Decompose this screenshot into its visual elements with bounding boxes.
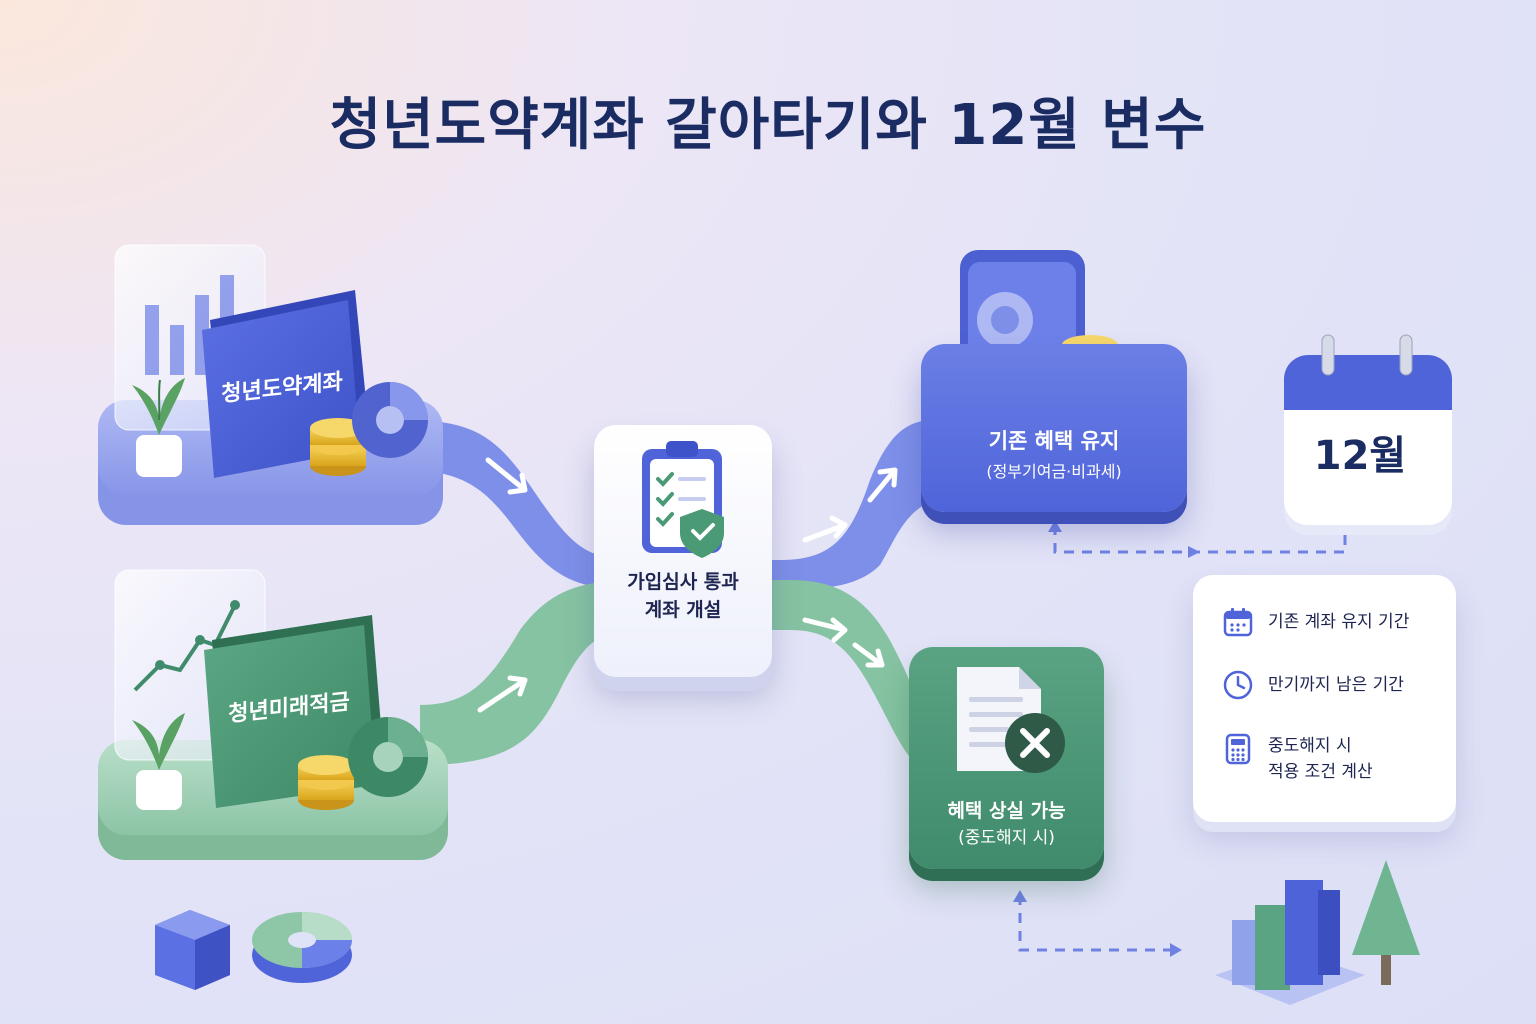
tree-icon [1352, 860, 1420, 985]
blue-path [405, 420, 935, 590]
green-platform [98, 569, 448, 860]
lose-benefits-subtitle: (중도해지 시) [958, 828, 1055, 848]
clipboard-check-shield-icon [642, 441, 724, 558]
info-item-keep-period: 기존 계좌 유지 기간 [1222, 606, 1409, 638]
arrow-icon [867, 467, 898, 503]
screening-card [594, 425, 772, 677]
green-path [420, 580, 912, 765]
info-item-text: 만기까지 남은 기간 [1268, 675, 1404, 695]
info-item-line-1: 중도해지 시 [1268, 736, 1352, 756]
page-title: 청년도약계좌 갈아타기와 12월 변수 [329, 93, 1207, 158]
info-item-early-termination: 중도해지 시 적용 조건 계산 [1222, 733, 1373, 785]
info-item-line-2: 적용 조건 계산 [1268, 762, 1373, 782]
screening-line-2: 계좌 개설 [644, 599, 722, 621]
calendar-icon [1223, 608, 1253, 637]
info-item-text: 기존 계좌 유지 기간 [1268, 612, 1410, 632]
keep-benefits-box [921, 344, 1187, 512]
info-item-remaining-period: 만기까지 남은 기간 [1222, 669, 1404, 701]
arrow-icon [802, 617, 848, 643]
bar-chart-icon [1215, 880, 1365, 1005]
arrow-icon [802, 515, 848, 543]
flow-arrows [477, 457, 898, 713]
screening-line-1: 가입심사 통과 [627, 571, 739, 593]
pie-chart-icon [252, 912, 352, 983]
lose-benefits-box [909, 647, 1104, 869]
screening-text: 가입심사 통과 계좌 개설 [594, 568, 772, 624]
keep-benefits-subtitle: (정부기여금·비과세) [986, 462, 1122, 481]
arrow-icon [852, 642, 885, 668]
keep-benefits-title: 기존 혜택 유지 [988, 429, 1120, 453]
blue-platform [98, 244, 443, 525]
calendar-icon [1284, 334, 1452, 535]
info-item-text-block: 중도해지 시 적용 조건 계산 [1268, 733, 1373, 785]
arrow-icon [477, 675, 528, 713]
calendar-month: 12월 [1313, 433, 1407, 479]
lose-benefits-title: 혜택 상실 가능 [947, 800, 1066, 822]
arrow-icon [485, 457, 528, 495]
calculator-icon [1225, 733, 1251, 765]
cube-icon [155, 910, 230, 990]
document-x-icon [957, 667, 1065, 773]
clock-icon [1223, 670, 1253, 700]
